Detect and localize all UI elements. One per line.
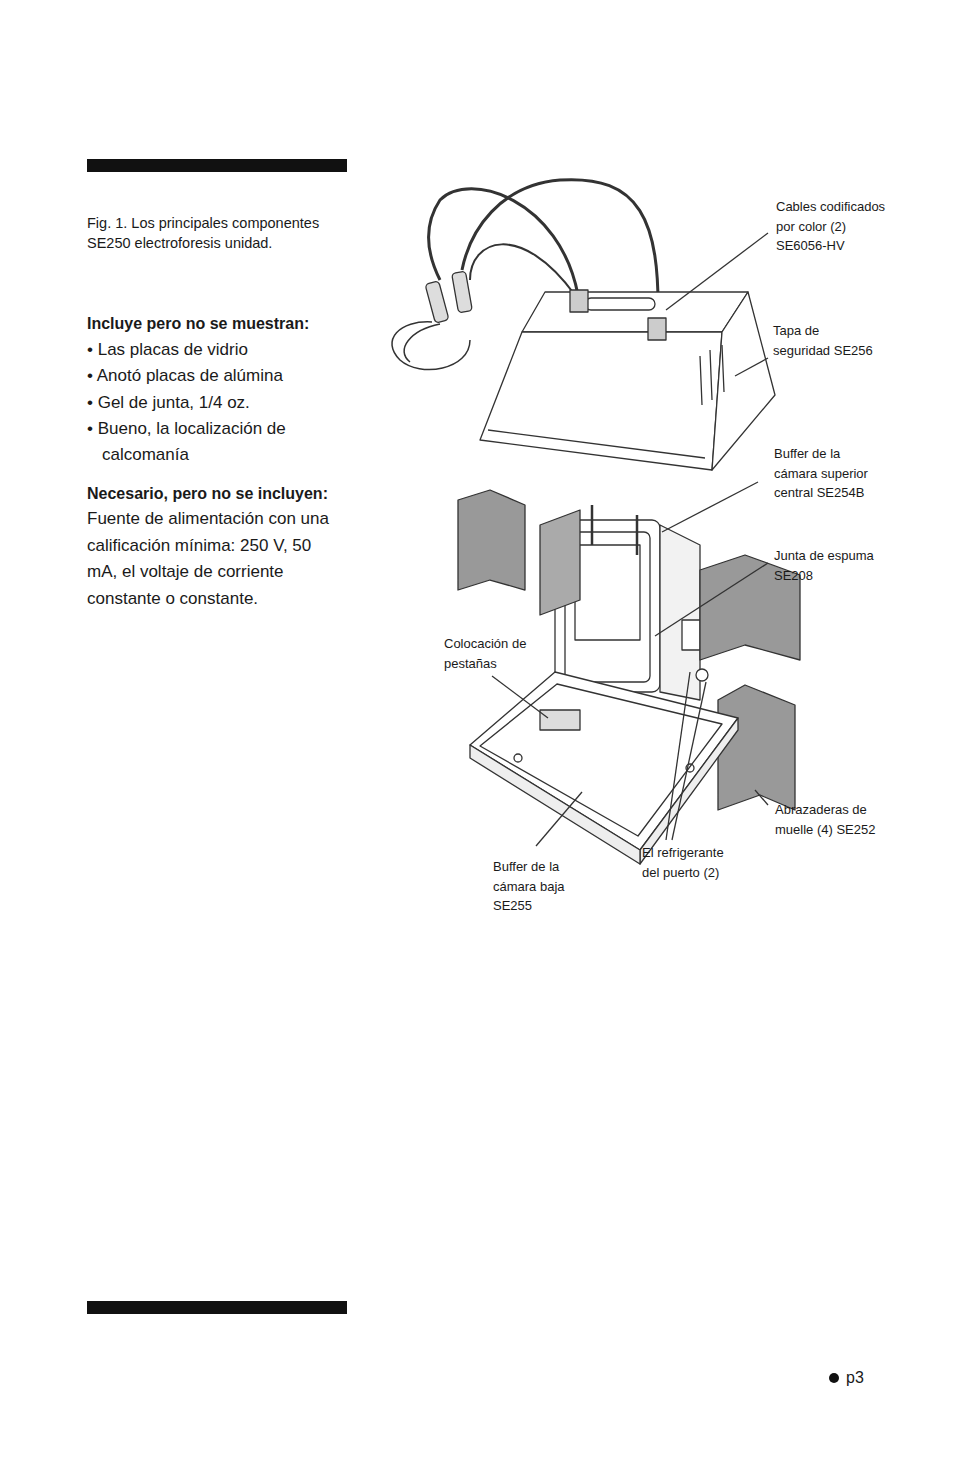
part-label: Cables codificados por color (2) SE6056-… (776, 197, 888, 256)
top-bar (87, 159, 347, 172)
list-item: • Anotó placas de alúmina (87, 363, 357, 389)
drawing (392, 180, 800, 864)
part-label: Junta de espuma SE208 (774, 546, 904, 585)
part-label: Buffer de la cámara baja SE255 (493, 857, 575, 916)
requirement-text: Fuente de alimentación con una calificac… (87, 506, 332, 612)
list-item: • Gel de junta, 1/4 oz. (87, 390, 357, 416)
bottom-bar (87, 1301, 347, 1314)
figure-caption: Fig. 1. Los principales componentes SE25… (87, 213, 349, 253)
list-item: • Bueno, la localización de calcomanía (87, 416, 352, 468)
part-label: Tapa de seguridad SE256 (773, 321, 873, 360)
list-heading: Incluye pero no se muestran: (87, 311, 309, 337)
page-number: p3 (846, 1368, 864, 1388)
list-heading: Necesario, pero no se incluyen: (87, 481, 328, 507)
part-label: Abrazaderas de muelle (4) SE252 (775, 800, 887, 839)
part-label: Colocación de pestañas (444, 634, 544, 673)
part-label: Buffer de la cámara superior central SE2… (774, 444, 886, 503)
page-dot (829, 1373, 839, 1383)
part-label: El refrigerante del puerto (2) (642, 843, 742, 882)
list-item: • Las placas de vidrio (87, 337, 357, 363)
